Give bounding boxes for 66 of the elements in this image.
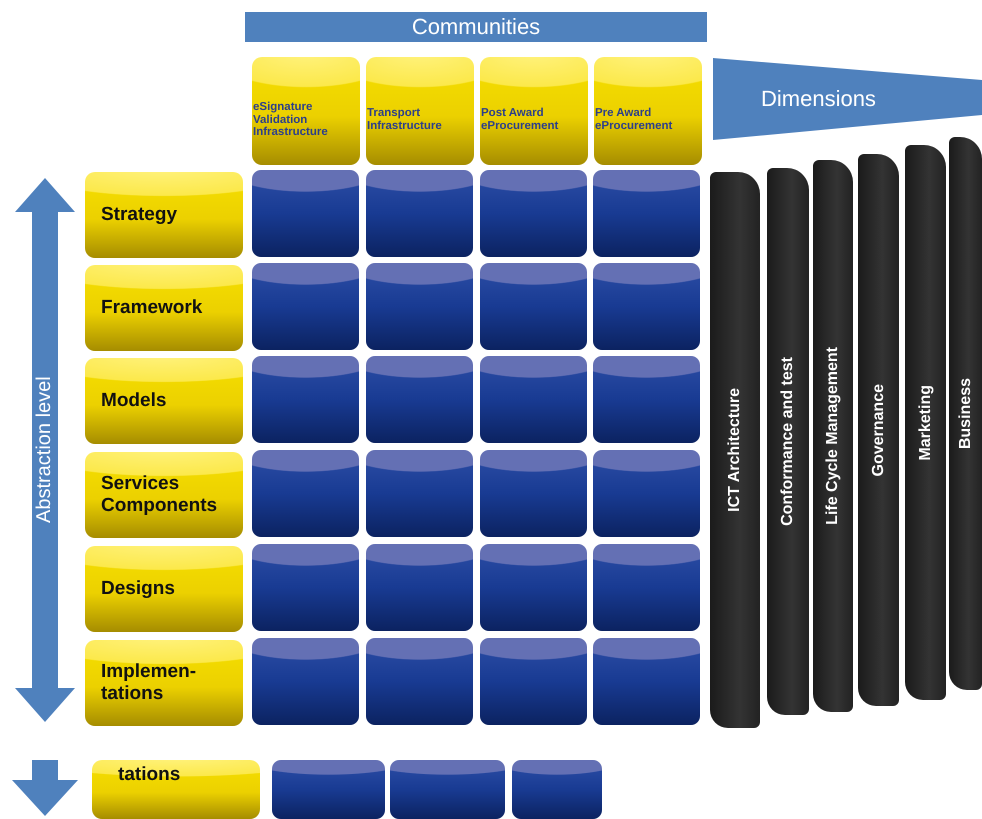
grid-cell xyxy=(390,760,505,819)
category-label: Framework xyxy=(100,297,202,319)
grid-cell xyxy=(593,638,700,725)
bar-label: Conformance and test xyxy=(779,357,797,526)
grid-cell xyxy=(366,263,473,350)
dimension-bar xyxy=(710,172,760,728)
category-box xyxy=(480,57,588,165)
category-box xyxy=(85,452,243,538)
category-label: eSignature Validation Infrastructure xyxy=(252,101,329,139)
grid-cell xyxy=(252,356,359,443)
grid-cell xyxy=(480,638,587,725)
category-label: Post Award eProcurement xyxy=(480,107,560,133)
grid-cell xyxy=(480,544,587,631)
bar-label: Governance xyxy=(870,384,888,476)
dimension-bar xyxy=(905,145,946,700)
grid-cell xyxy=(252,638,359,725)
bar-label: Life Cycle Management xyxy=(824,347,842,525)
grid-cell xyxy=(480,170,587,257)
category-label: Models xyxy=(100,390,166,412)
grid-cell xyxy=(593,356,700,443)
grid-cell xyxy=(252,263,359,350)
grid-cell xyxy=(366,544,473,631)
grid-cell xyxy=(366,638,473,725)
category-box xyxy=(252,57,360,165)
grid-cell xyxy=(480,450,587,537)
dimension-bar xyxy=(949,137,982,690)
grid-cell xyxy=(366,170,473,257)
category-box xyxy=(85,358,243,444)
category-box xyxy=(92,760,260,819)
dimension-bar xyxy=(813,160,853,712)
category-box xyxy=(594,57,702,165)
category-label: Pre Award eProcurement xyxy=(594,107,674,133)
dimensions-banner xyxy=(713,58,982,140)
grid-cell xyxy=(593,170,700,257)
grid-cell xyxy=(593,263,700,350)
grid-cell xyxy=(252,170,359,257)
bar-label: Marketing xyxy=(916,384,934,460)
category-box xyxy=(85,640,243,726)
grid-cell xyxy=(366,450,473,537)
grid-cell xyxy=(593,450,700,537)
grid-cell xyxy=(252,450,359,537)
category-label: Transport Infrastructure xyxy=(366,107,443,133)
category-label: Services Components xyxy=(100,473,218,517)
grid-cell xyxy=(480,263,587,350)
category-label: Strategy xyxy=(100,204,178,226)
category-box xyxy=(85,172,243,258)
category-label: tations xyxy=(117,764,180,786)
grid-cell xyxy=(480,356,587,443)
category-box xyxy=(85,546,243,632)
grid-cell xyxy=(593,544,700,631)
bar-label: ICT Architecture xyxy=(726,388,744,512)
heading: Communities xyxy=(412,14,540,40)
category-label: Implemen- tations xyxy=(100,661,198,705)
dimension-bar xyxy=(858,154,899,706)
bar-label: Business xyxy=(956,378,974,450)
heading: Dimensions xyxy=(761,86,876,112)
category-label: Designs xyxy=(100,578,175,600)
category-box xyxy=(85,265,243,351)
grid-cell xyxy=(512,760,602,819)
grid-cell xyxy=(366,356,473,443)
axis-label: Abstraction level xyxy=(33,376,56,526)
dimension-bar xyxy=(767,168,809,715)
category-box xyxy=(366,57,474,165)
heading-banner xyxy=(245,12,707,42)
grid-cell xyxy=(272,760,385,819)
grid-cell xyxy=(252,544,359,631)
